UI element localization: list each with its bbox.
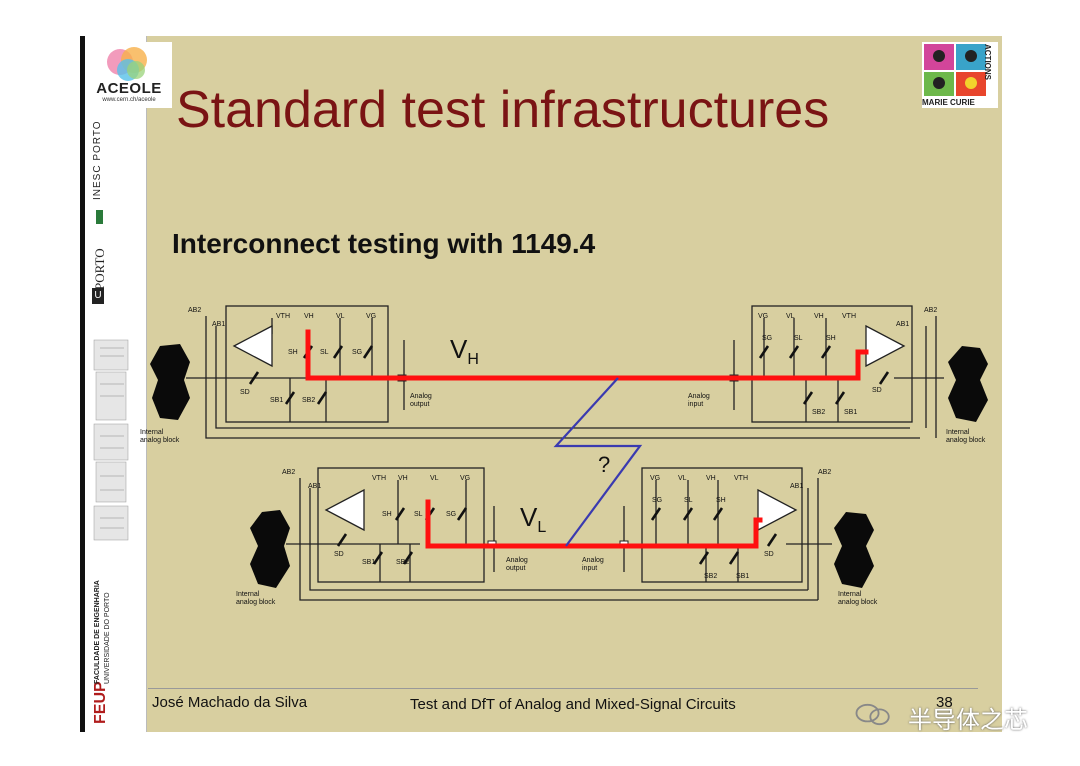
internal-analog-block-bottom-left [250,510,290,588]
rail-label: VTH [276,313,290,320]
marie-curie-portraits-icon [924,44,986,96]
marie-curie-logo: MARIE CURIE ACTIONS [922,42,998,108]
inesc-mark-icon [96,210,103,224]
internal-analog-block-top-right [948,346,988,422]
switch-label: SB1 [362,559,375,566]
bus-label: AB1 [896,321,909,328]
slide-background [80,36,1002,732]
switch-label: SD [240,389,250,396]
rail-label: VTH [842,313,856,320]
footer-author: José Machado da Silva [152,694,308,711]
page-number: 38 [936,694,953,711]
rail-label: VH [814,313,824,320]
sidebar-dark-bar [80,36,85,732]
switch-label: SB1 [844,409,857,416]
boundary-cell-top-right [751,305,913,423]
aceole-circles-icon [107,47,147,81]
switch-label: SB2 [704,573,717,580]
switch-label: SH [826,335,836,342]
switch-label: SB1 [270,397,283,404]
opamp-top-left [232,324,273,368]
bus-label: AB2 [924,307,937,314]
switch-label: SH [716,497,726,504]
footer-course: Test and DfT of Analog and Mixed-Signal … [410,696,736,713]
switch-label: SH [382,511,392,518]
bus-label: AB2 [818,469,831,476]
switch-label: SH [288,349,298,356]
switch-label: SG [762,335,772,342]
switch-label: SL [320,349,329,356]
opamp-bottom-left [324,488,365,532]
switch-label: SB1 [736,573,749,580]
opamp-bottom-right [757,488,798,532]
question-mark: ? [598,452,610,477]
opamp-top-right [865,324,906,368]
aceole-url: www.cern.ch/aceole [102,97,156,103]
switch-label: SL [414,511,423,518]
rail-label: VH [398,475,408,482]
rail-label: VL [786,313,795,320]
boundary-cell-bottom-right [641,467,803,583]
rail-label: VH [706,475,716,482]
bus-label: AB2 [188,307,201,314]
rail-label: VG [758,313,768,320]
switch-label: SG [352,349,362,356]
bus-label: AB1 [308,483,321,490]
bus-label: AB1 [790,483,803,490]
rail-label: VTH [372,475,386,482]
internal-analog-block-top-left [150,344,190,420]
boundary-cell-bottom-left [317,467,485,583]
switch-label: SB2 [302,397,315,404]
slide-subtitle: Interconnect testing with 1149.4 [172,228,596,259]
switch-label: SG [446,511,456,518]
footer-divider [148,688,978,689]
switch-label: SD [334,551,344,558]
rail-label: VG [366,313,376,320]
switch-label: SB2 [396,559,409,566]
switch-label: SL [794,335,803,342]
uporto-u-icon: U [92,288,104,304]
aceole-title: ACEOLE [96,80,162,97]
interconnect-fault-line [553,377,643,547]
vh-test-path [305,329,869,381]
watermark-text: 半导体之芯 [908,707,1028,734]
wechat-icon [855,703,890,726]
slide-title: Standard test infrastructures [176,81,830,139]
aceole-logo: ACEOLE www.cern.ch/aceole [86,42,172,108]
vl-label: VL [520,502,546,536]
internal-analog-block-bottom-right [834,512,874,588]
bus-label: AB2 [282,469,295,476]
vh-label: VH [450,334,479,368]
switch-label: SD [764,551,774,558]
switch-label: SD [872,387,882,394]
bus-label: AB1 [212,321,225,328]
rail-label: VL [678,475,687,482]
rail-label: VL [430,475,439,482]
rail-label: VL [336,313,345,320]
rail-label: VG [650,475,660,482]
boundary-cell-top-left [225,305,389,423]
switch-label: SG [652,497,662,504]
rail-label: VTH [734,475,748,482]
switch-label: SL [684,497,693,504]
rail-label: VG [460,475,470,482]
rail-label: VH [304,313,314,320]
marie-curie-text: MARIE CURIE [922,98,975,107]
switch-label: SB2 [812,409,825,416]
vl-test-path [425,499,763,549]
